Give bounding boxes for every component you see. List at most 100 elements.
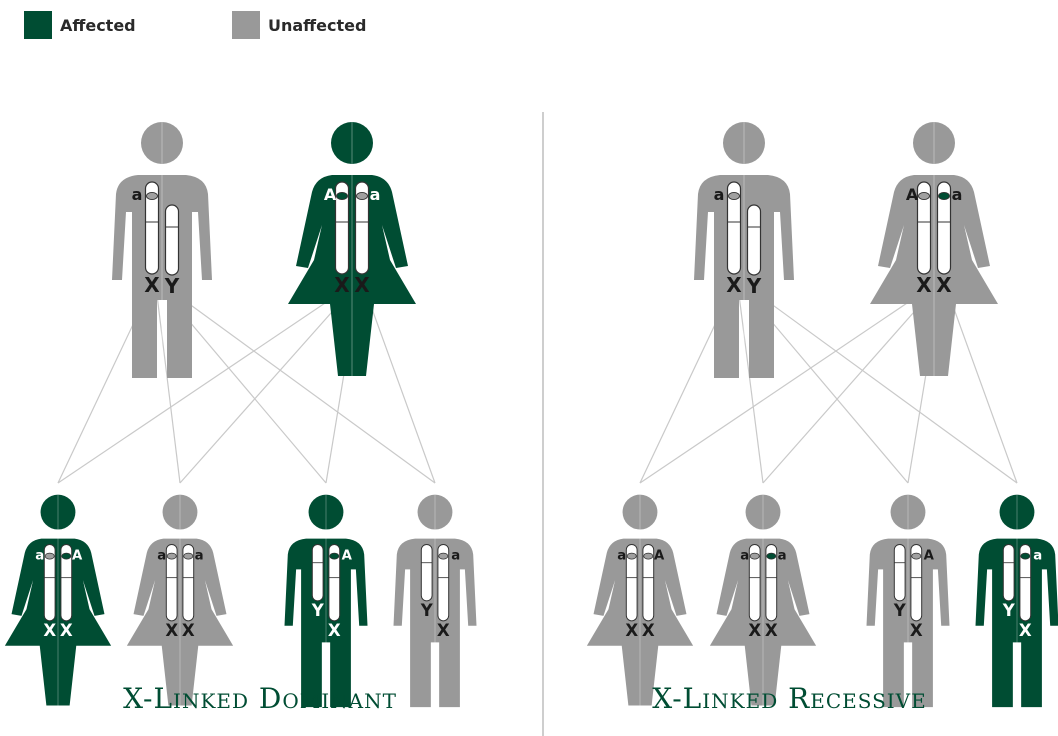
allele-label: a xyxy=(157,548,166,563)
gene-mark xyxy=(918,191,930,201)
chromosome-label: X xyxy=(144,273,160,297)
inheritance-line xyxy=(156,294,181,484)
person-head xyxy=(999,494,1035,530)
y-chromosome xyxy=(311,543,324,602)
inheritance-line xyxy=(738,294,764,484)
chromosome-label: Y xyxy=(420,601,434,620)
person-head xyxy=(890,494,926,530)
person-body xyxy=(870,175,998,376)
person-head xyxy=(622,494,658,530)
child-male-4-panel-1: YXa xyxy=(393,493,477,708)
x-chromosome xyxy=(182,543,195,622)
chromosome-label: X xyxy=(936,273,952,297)
chromosome-label: X xyxy=(910,621,923,640)
panel-title-dominant: X-Linked Dominant xyxy=(123,682,397,715)
gene-mark xyxy=(356,191,368,201)
allele-label: A xyxy=(924,548,935,563)
person-head xyxy=(162,494,198,530)
chromosome-label: X xyxy=(43,621,56,640)
x-chromosome xyxy=(354,181,370,275)
chromosome-label: X xyxy=(334,273,350,297)
x-chromosome xyxy=(765,543,778,622)
x-chromosome xyxy=(144,181,160,275)
chromosome-label: X xyxy=(625,621,638,640)
gene-mark xyxy=(766,552,777,560)
x-chromosome xyxy=(334,181,350,275)
allele-label: a xyxy=(451,548,460,563)
person-body xyxy=(694,175,794,378)
gene-mark xyxy=(183,552,194,560)
allele-label: A xyxy=(324,185,337,204)
inheritance-line xyxy=(176,294,436,484)
gene-mark xyxy=(643,552,654,560)
y-chromosome xyxy=(1002,543,1015,602)
inheritance-line xyxy=(762,294,930,484)
panel-title-recessive: X-Linked Recessive xyxy=(652,682,927,715)
gene-mark xyxy=(938,191,950,201)
x-chromosome xyxy=(165,543,178,622)
person-head xyxy=(40,494,76,530)
gene-mark xyxy=(329,552,340,560)
chromosome-label: X xyxy=(328,621,341,640)
gene-mark xyxy=(166,552,177,560)
person-body xyxy=(866,538,950,708)
allele-label: A xyxy=(906,185,919,204)
y-chromosome xyxy=(164,204,180,276)
gene-mark xyxy=(438,552,449,560)
person-body xyxy=(393,538,477,708)
x-chromosome xyxy=(328,543,341,622)
chromosome-label: X xyxy=(748,621,761,640)
gene-mark xyxy=(61,552,72,560)
legend-unaffected-label: Unaffected xyxy=(268,15,367,35)
person-head xyxy=(308,494,344,530)
x-chromosome xyxy=(916,181,932,275)
person-head xyxy=(331,122,373,164)
chromosome-label: X xyxy=(642,621,655,640)
allele-label: a xyxy=(132,185,143,204)
allele-label: a xyxy=(952,185,963,204)
chromosome-label: X xyxy=(765,621,778,640)
allele-label: A xyxy=(342,548,353,563)
allele-label: a xyxy=(1033,548,1042,563)
person-body xyxy=(586,538,694,706)
person-body xyxy=(126,538,234,706)
chromosome-label: Y xyxy=(746,274,762,298)
child-male-3-panel-1: YXA xyxy=(284,493,368,708)
y-chromosome xyxy=(746,204,762,276)
inheritance-line xyxy=(179,294,348,484)
legend-affected: Affected xyxy=(24,11,136,39)
x-chromosome xyxy=(910,543,923,622)
legend-affected-swatch xyxy=(24,11,52,39)
inheritance-line xyxy=(57,294,338,484)
chromosome-label: X xyxy=(165,621,178,640)
chromosome-label: X xyxy=(916,273,932,297)
legend-affected-label: Affected xyxy=(60,15,136,35)
inheritance-line xyxy=(948,294,1018,484)
chromosome-label: X xyxy=(726,273,742,297)
gene-mark xyxy=(749,552,760,560)
inheritance-line xyxy=(639,294,920,484)
person-head xyxy=(913,122,955,164)
x-chromosome xyxy=(60,543,73,622)
gene-mark xyxy=(911,552,922,560)
inheritance-line xyxy=(748,294,909,484)
allele-label: a xyxy=(714,185,725,204)
y-chromosome xyxy=(420,543,433,602)
chromosome-label: X xyxy=(182,621,195,640)
chromosome-label: X xyxy=(1019,621,1032,640)
inheritance-line xyxy=(758,294,1018,484)
person-body xyxy=(709,538,817,706)
allele-label: A xyxy=(654,548,665,563)
chromosome-label: Y xyxy=(1002,601,1016,620)
x-chromosome xyxy=(1019,543,1032,622)
allele-label: a xyxy=(617,548,626,563)
gene-mark xyxy=(626,552,637,560)
